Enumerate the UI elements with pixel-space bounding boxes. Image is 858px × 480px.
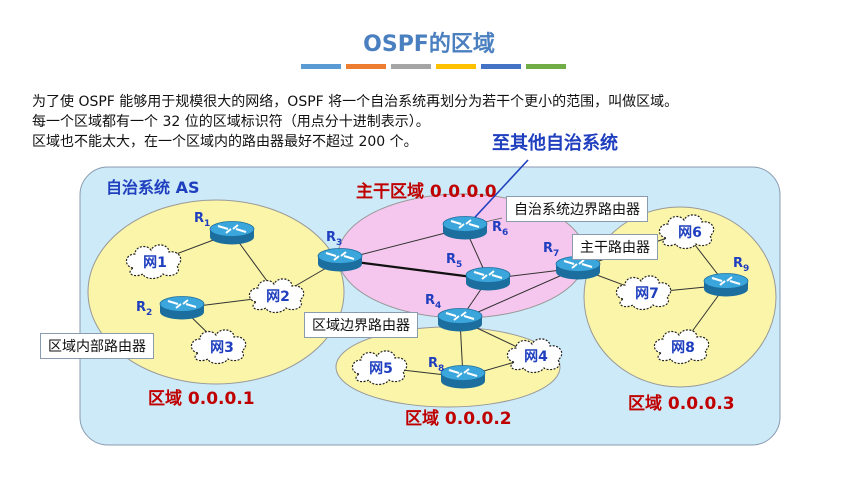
network-label-3: 网3 bbox=[210, 340, 234, 356]
router-label-r9: R9 bbox=[733, 256, 749, 274]
color-bar bbox=[436, 64, 476, 69]
color-bar bbox=[301, 64, 341, 69]
router-icon-r6 bbox=[442, 215, 488, 241]
paragraph-line-2: 每一个区域都有一个 32 位的区域标识符（用点分十进制表示）。 bbox=[32, 114, 430, 130]
router-label-r7: R7 bbox=[543, 241, 559, 259]
as-label: 自治系统 AS bbox=[106, 178, 199, 197]
network-label-4: 网4 bbox=[524, 349, 548, 365]
color-bar bbox=[481, 64, 521, 69]
router-icon-r9 bbox=[703, 272, 749, 298]
color-bar bbox=[346, 64, 386, 69]
network-label-6: 网6 bbox=[678, 225, 702, 241]
backbone-area-label: 主干区域 0.0.0.0 bbox=[356, 181, 497, 202]
paragraph-line-1: 为了使 OSPF 能够用于规模很大的网络，OSPF 将一个自治系统再划分为若干个… bbox=[32, 94, 679, 110]
router-icon-r8 bbox=[440, 364, 486, 390]
router-icon-r5 bbox=[465, 266, 511, 292]
network-label-7: 网7 bbox=[635, 286, 659, 302]
area-1-label: 区域 0.0.0.1 bbox=[148, 388, 255, 409]
router-label-r2: R2 bbox=[136, 300, 152, 318]
color-bar bbox=[391, 64, 431, 69]
paragraph-line-3: 区域也不能太大，在一个区域内的路由器最好不超过 200 个。 bbox=[32, 134, 418, 150]
callout-area-border-router: 区域边界路由器 bbox=[304, 312, 418, 338]
network-label-1: 网1 bbox=[143, 255, 167, 271]
router-icon-r4 bbox=[437, 307, 483, 333]
router-label-r5: R5 bbox=[446, 252, 462, 270]
area-3-label: 区域 0.0.0.3 bbox=[628, 393, 735, 414]
router-label-r3: R3 bbox=[326, 230, 342, 248]
network-label-2: 网2 bbox=[266, 289, 290, 305]
to-other-as-label: 至其他自治系统 bbox=[492, 132, 618, 154]
router-label-r1: R1 bbox=[194, 211, 210, 229]
callout-as-border-router: 自治系统边界路由器 bbox=[506, 196, 648, 222]
router-label-r8: R8 bbox=[428, 356, 444, 374]
router-icon-r2 bbox=[159, 295, 205, 321]
area-2-label: 区域 0.0.0.2 bbox=[405, 408, 512, 429]
network-label-8: 网8 bbox=[671, 340, 695, 356]
network-label-5: 网5 bbox=[369, 361, 393, 377]
slide-title: OSPF的区域 bbox=[363, 32, 495, 57]
callout-internal-router: 区域内部路由器 bbox=[40, 333, 154, 359]
color-bar bbox=[526, 64, 566, 69]
router-icon-r1 bbox=[209, 220, 255, 246]
callout-backbone-router: 主干路由器 bbox=[572, 234, 658, 260]
router-label-r6: R6 bbox=[492, 220, 508, 238]
router-icon-r3 bbox=[317, 247, 363, 273]
router-label-r4: R4 bbox=[425, 293, 441, 311]
